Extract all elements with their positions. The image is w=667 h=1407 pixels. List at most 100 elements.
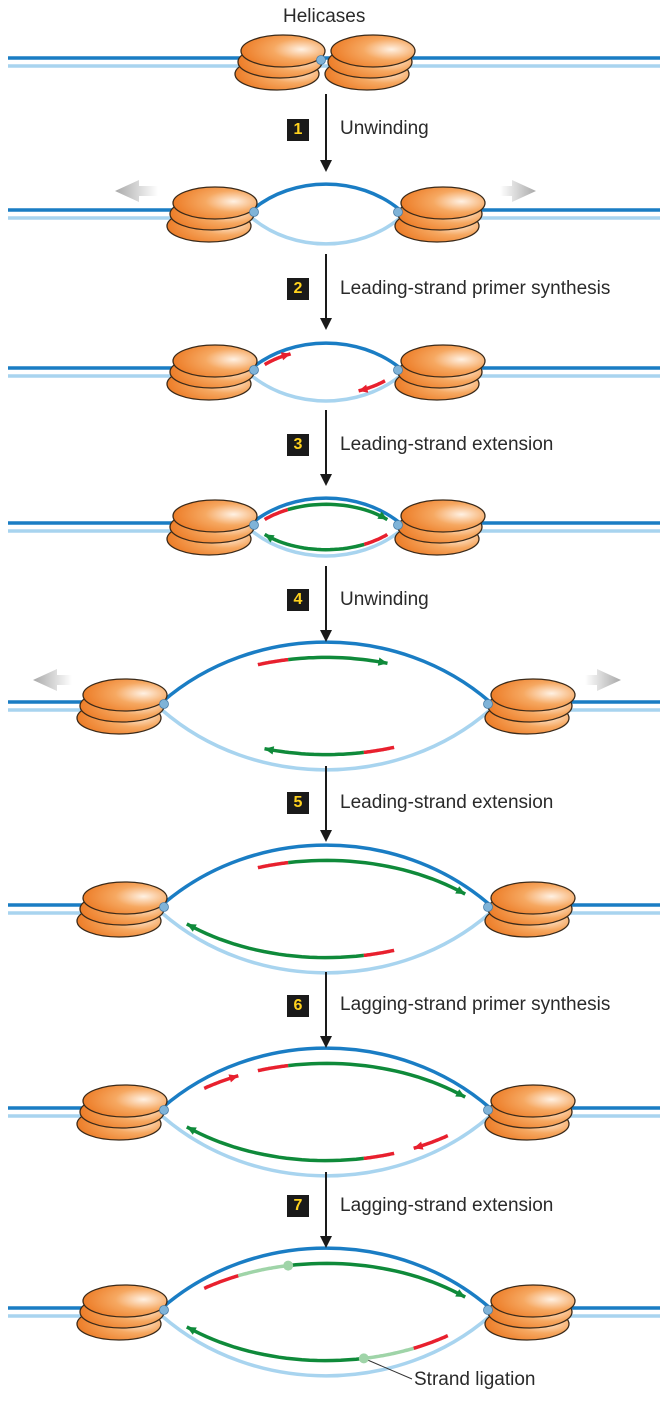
step-arrow-head [320,630,332,642]
lagging-fragment-bottom [363,1346,415,1361]
helicase-right [484,1284,576,1341]
helicase-right-disc [490,678,576,712]
stage-1 [8,180,660,246]
fork-left [249,520,259,530]
helicase-left [76,1284,168,1341]
template-strand-top-bubble [160,1246,492,1310]
fork-right [483,902,493,912]
helicase-right [394,499,486,556]
leading-strand-bottom [185,1325,364,1363]
fork-right [393,365,403,375]
helicase-right [484,678,576,735]
template-strand-top-bubble [160,640,492,704]
leading-strand-bottom [185,1125,364,1163]
template-strand-top-bubble [160,1046,492,1110]
leading-strand-bottom-head [186,923,197,932]
stage-3 [8,496,660,558]
helicase-right-disc [330,34,416,68]
motion-arrow-right [585,669,621,691]
primer-bottom [363,1151,395,1161]
helicase-right [394,186,486,243]
leading-strand-top [288,1261,467,1299]
template-strand-bottom-bubble [250,374,402,403]
fork-left [159,1105,169,1115]
step-1-label: Unwinding [340,118,429,139]
step-arrow-6 [320,972,332,1048]
motion-arrow-left [33,669,72,691]
leading-strand-top [288,858,467,896]
step-arrow-head [320,160,332,172]
template-strand-bottom-bubble [160,911,492,975]
primer-lagging-bottom-head [413,1141,424,1150]
primer-leading-bottom-head [358,384,369,393]
helicase-left-disc [240,34,326,68]
leading-strand-top-head [377,511,388,520]
helicase-left-disc [172,186,258,220]
lagging-fragment-top [237,1263,289,1278]
fork-left [249,365,259,375]
helicase-right-disc [490,881,576,915]
step-arrow-head [320,318,332,330]
step-arrow-1 [320,94,332,172]
step-arrow-head [320,1036,332,1048]
leading-strand-top-head [455,1089,466,1098]
helicase-left [76,881,168,938]
helicase-left-disc [82,1084,168,1118]
helicases-title: Helicases [283,6,366,27]
primer-bottom [363,745,395,755]
helicase-left [76,678,168,735]
leading-strand-bottom-head [186,1326,197,1335]
fork-left [159,1305,169,1315]
step-2-label: Leading-strand primer synthesis [340,278,611,299]
template-strand-bottom-bubble [250,216,402,246]
template-strand-top-bubble [250,341,402,370]
helicase-right [484,1084,576,1141]
helicase-left [166,186,258,243]
leading-strand-top-head [455,1289,466,1298]
step-3-label: Leading-strand extension [340,434,554,455]
stage-6 [8,1046,660,1178]
helicase-right [484,881,576,938]
template-strand-top-bubble [250,182,402,212]
template-strand-bottom-bubble [160,1114,492,1178]
leading-strand-top [287,655,388,666]
leading-strand-top [288,1061,467,1099]
step-5-label: Leading-strand extension [340,792,554,813]
template-strand-bottom-bubble [160,1314,492,1378]
step-3-number: 3 [287,434,309,456]
strand-ligation-leader [363,1357,413,1380]
helicase-left-disc [172,344,258,378]
fork-right [393,207,403,217]
leading-strand-bottom [264,746,365,757]
step-1-number: 1 [287,119,309,141]
leading-strand-top [287,502,389,522]
step-7-number: 7 [287,1195,309,1217]
step-4-number: 4 [287,589,309,611]
step-arrow-3 [320,410,332,486]
stage-7 [8,1246,660,1380]
template-strand-top-bubble [160,843,492,907]
step-arrow-7 [320,1172,332,1248]
step-arrow-head [320,1236,332,1248]
helicase-right-disc [400,499,486,533]
primer-lagging-bottom [413,1333,449,1350]
step-5-number: 5 [287,792,309,814]
helicase-right [324,34,416,91]
helicase-left [166,344,258,401]
helicase-left [234,34,326,91]
step-6-label: Lagging-strand primer synthesis [340,994,611,1015]
helicase-left-disc [82,1284,168,1318]
primer-top [257,1063,289,1073]
leading-strand-bottom [263,532,365,552]
step-arrow-4 [320,566,332,642]
stage-2 [8,341,660,403]
helicase-right-disc [490,1284,576,1318]
step-2-number: 2 [287,278,309,300]
helicase-left-disc [172,499,258,533]
helicase-left-disc [82,881,168,915]
stage-0 [8,34,660,91]
step-arrow-head [320,830,332,842]
template-strand-bottom-bubble [160,708,492,772]
